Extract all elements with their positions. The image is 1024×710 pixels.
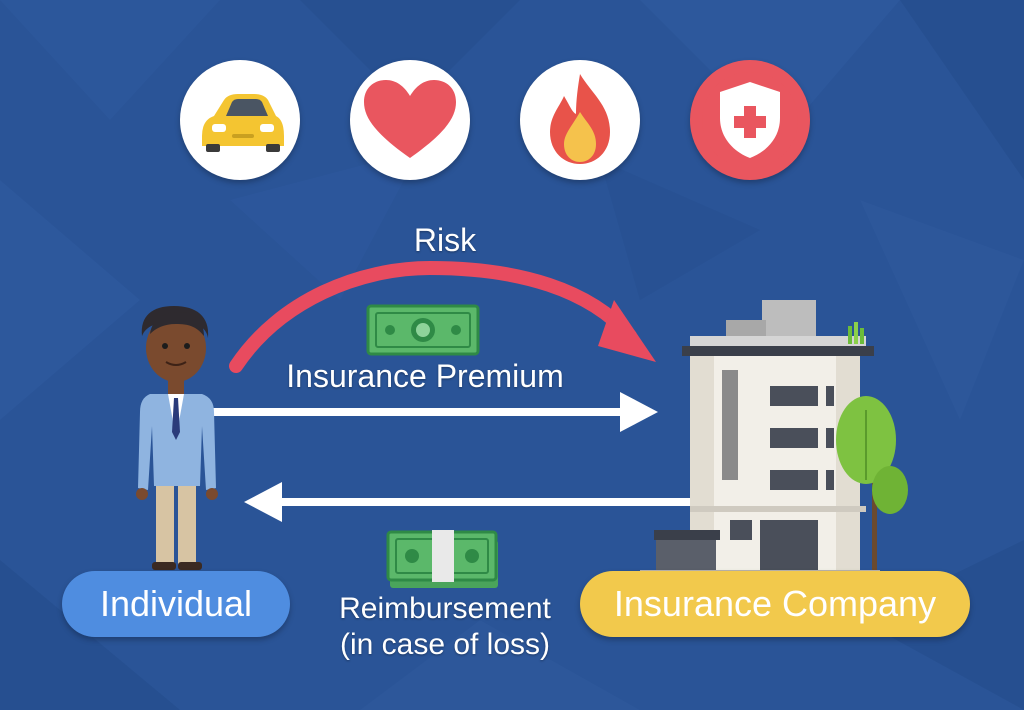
premium-label: Insurance Premium xyxy=(286,358,564,394)
reimbursement-arrow xyxy=(244,482,690,522)
health-shield-icon xyxy=(690,60,810,180)
reimbursement-label: Reimbursement xyxy=(339,592,551,625)
cash-bill-icon xyxy=(366,304,480,356)
tree-icon xyxy=(836,396,908,570)
individual-pill: Individual xyxy=(62,571,290,637)
person-icon xyxy=(136,306,218,570)
premium-arrow xyxy=(206,392,658,432)
risk-arrow xyxy=(229,260,656,373)
cash-stack-icon xyxy=(386,530,498,588)
car-icon xyxy=(180,60,300,180)
insurance-company-pill: Insurance Company xyxy=(580,571,970,637)
heart-icon xyxy=(350,60,470,180)
fire-icon xyxy=(520,60,640,180)
reimbursement-condition-label: (in case of loss) xyxy=(339,628,551,661)
risk-label: Risk xyxy=(413,222,477,258)
